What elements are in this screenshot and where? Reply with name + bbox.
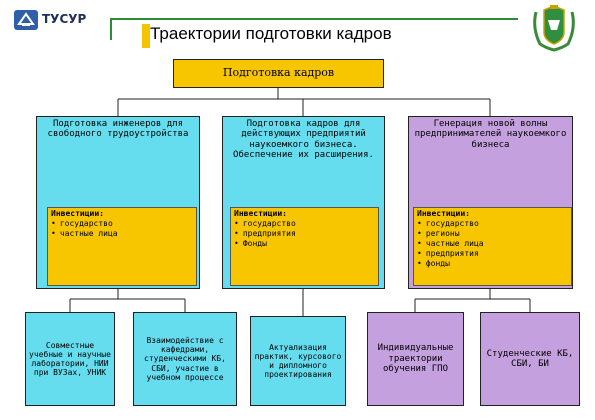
logo-text: ТУСУР — [42, 12, 87, 26]
investments-box-1: Инвестиции: государство частные лица — [47, 207, 197, 286]
investments-box-2: Инвестиции: государство предприятия Фонд… — [230, 207, 379, 286]
individual-trajectories-box: Индивидуальные траектории обучения ГПО — [367, 312, 464, 406]
investments-title: Инвестиции: — [234, 209, 287, 218]
page-title: Траектории подготовки кадров — [150, 24, 392, 43]
coat-of-arms-icon — [530, 4, 578, 52]
investment-item: Фонды — [234, 239, 375, 249]
investment-item: предприятия — [234, 229, 375, 239]
investment-item: государство — [417, 219, 568, 229]
labs-box: Совместные учебные и научные лаборатории… — [25, 312, 115, 406]
training-root-box: Подготовка кадров — [173, 59, 384, 88]
title-accent — [142, 24, 150, 48]
investment-item: частные лица — [51, 229, 193, 239]
investments-title: Инвестиции: — [51, 209, 104, 218]
departments-box: Взаимодействие с кафедрами, студенческим… — [133, 312, 237, 406]
investment-item: регионы — [417, 229, 568, 239]
investment-item: предприятия — [417, 249, 568, 259]
investments-box-3: Инвестиции: государство регионы частные … — [413, 207, 572, 286]
investment-item: государство — [234, 219, 375, 229]
student-kb-box: Студенческие КБ, СБИ, БИ — [480, 312, 580, 406]
investment-item: государство — [51, 219, 193, 229]
investment-item: частные лица — [417, 239, 568, 249]
investments-title: Инвестиции: — [417, 209, 470, 218]
investment-item: фонды — [417, 259, 568, 269]
tusur-logo-icon — [14, 10, 38, 30]
header-divider-vertical — [110, 18, 112, 40]
header-divider — [110, 18, 518, 20]
practice-box: Актуализация практик, курсового и диплом… — [250, 316, 346, 406]
